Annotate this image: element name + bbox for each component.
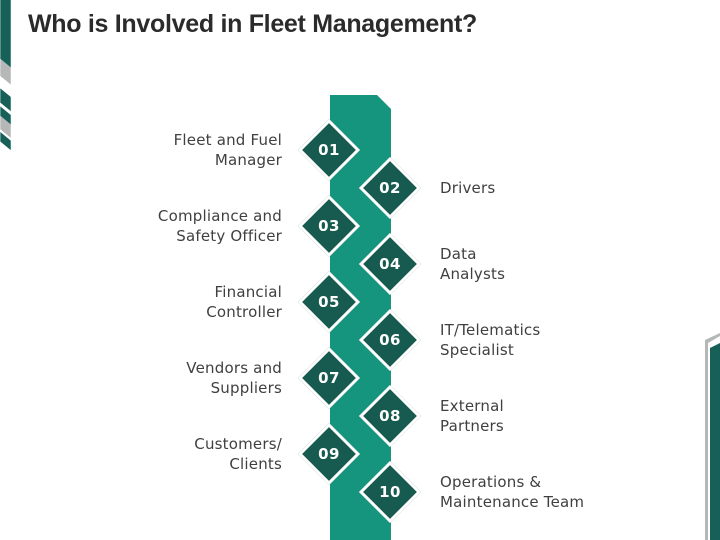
role-number: 08 (379, 407, 401, 425)
role-number: 02 (379, 179, 401, 197)
role-number: 05 (318, 293, 340, 311)
page-title: Who is Involved in Fleet Management? (28, 10, 477, 38)
role-label: Financial Controller (206, 283, 282, 321)
role-number: 03 (318, 217, 340, 235)
role-label: Compliance and Safety Officer (157, 207, 282, 245)
role-number: 06 (379, 331, 401, 349)
role-label: External Partners (440, 397, 504, 435)
role-label: IT/Telematics Specialist (440, 321, 541, 359)
role-label: Fleet and Fuel Manager (173, 131, 282, 169)
role-label: Operations & Maintenance Team (440, 473, 585, 511)
corner-stripes-decoration (0, 0, 11, 151)
role-label: Drivers (440, 179, 496, 197)
role-number: 04 (379, 255, 401, 273)
role-label: Customers/ Clients (194, 435, 282, 473)
role-label: Vendors and Suppliers (186, 359, 282, 397)
role-label: Data Analysts (440, 245, 506, 283)
right-edge-decoration (705, 333, 720, 540)
role-number: 01 (318, 141, 340, 159)
role-number: 07 (318, 369, 340, 387)
role-number: 10 (379, 483, 401, 501)
role-number: 09 (318, 445, 340, 463)
